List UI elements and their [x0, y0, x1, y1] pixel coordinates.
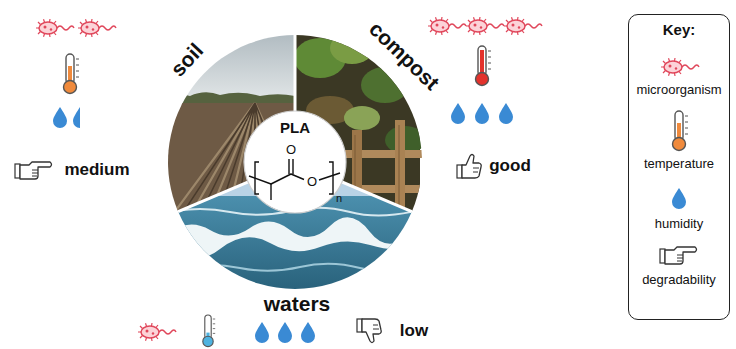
pla-center-circle: PLA: [243, 110, 347, 214]
humidity-icon: [475, 103, 489, 124]
legend-icon: [673, 111, 689, 151]
humidity-icon: [53, 107, 67, 128]
atom-symbol: O: [286, 143, 296, 158]
legend-icon: [649, 177, 709, 221]
degradability-rating: medium: [64, 160, 129, 180]
key-box: Key: microorganism temperature humidity degr…: [628, 14, 730, 320]
humidity-icon: [301, 322, 315, 343]
legend-label: temperature: [644, 157, 714, 172]
humidity-icon: [278, 322, 292, 343]
degradability-rating: good: [489, 156, 531, 176]
degradability-icon: [357, 319, 381, 343]
microorganism-icon: [504, 17, 542, 35]
legend-icon: [649, 233, 709, 277]
legend-icon: [649, 109, 709, 153]
microorganism-icon: [138, 323, 176, 341]
humidity-icon: [73, 107, 80, 128]
repeat-bracket: [329, 162, 333, 194]
thermometer-icon: [203, 315, 215, 347]
methyl-bond: [270, 184, 271, 200]
foliage: [361, 67, 409, 103]
legend-label: degradability: [642, 273, 716, 288]
repeat-subscript: n: [336, 192, 342, 205]
node-title: Key:: [663, 21, 696, 38]
legend-label: microorganism: [636, 83, 721, 98]
carbonyl-bond: [289, 159, 293, 174]
degradability-rating: low: [400, 321, 428, 341]
sky: [160, 30, 300, 104]
environment-label: waters: [264, 292, 331, 316]
legend-icon: [660, 247, 697, 264]
legend-icon: [672, 188, 686, 209]
backbone-bond: [249, 174, 304, 184]
degradability-icon: [457, 155, 481, 179]
circle-outline: [244, 111, 346, 213]
atom-symbol: O: [307, 175, 317, 190]
legend-label: humidity: [655, 217, 703, 232]
microorganism-icon: [428, 17, 466, 35]
wave-foam: [170, 217, 420, 258]
thermometer-icon: [64, 54, 80, 94]
degradability-icon: [15, 162, 52, 179]
humidity-icon: [451, 103, 465, 124]
humidity-icon: [499, 103, 513, 124]
thermometer-icon: [476, 46, 492, 86]
wave-crest: [180, 264, 420, 272]
microorganism-icon: [36, 19, 74, 37]
foliage: [344, 106, 380, 130]
environment-label: soil: [166, 39, 208, 82]
legend-icon: [661, 58, 699, 76]
ester-bond: [319, 173, 340, 180]
microorganism-icon: [466, 17, 504, 35]
microorganism-icon: [78, 19, 116, 37]
node-title: PLA: [280, 119, 310, 136]
humidity-icon: [255, 322, 269, 343]
